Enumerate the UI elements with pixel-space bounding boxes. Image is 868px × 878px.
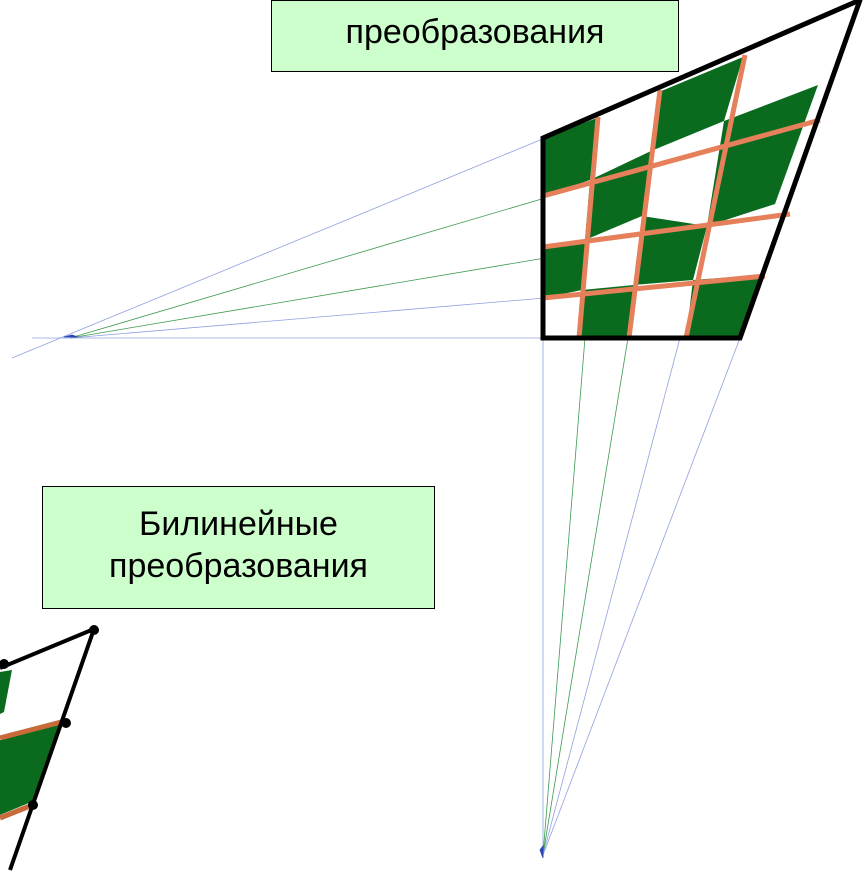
construction-line: [542, 337, 586, 856]
control-point[interactable]: [61, 718, 71, 728]
caption-projective: преобразования: [271, 0, 679, 72]
bilinear-green-cell: [0, 670, 12, 714]
construction-line: [542, 337, 681, 856]
caption-line: преобразования: [109, 547, 368, 585]
checker-cell: [543, 240, 585, 298]
checker-cell: [686, 275, 760, 338]
bilinear-grid-line: [0, 718, 66, 741]
bilinear-green-cell: [0, 720, 60, 815]
checker-cell: [707, 85, 818, 226]
caption-bilinear: Билинейные преобразования: [42, 486, 435, 609]
grid-line: [542, 273, 766, 301]
control-point[interactable]: [0, 659, 9, 669]
bottom-vanishing-lines: [539, 337, 741, 859]
construction-line: [542, 337, 741, 856]
control-point[interactable]: [28, 800, 38, 810]
grid-line: [626, 89, 663, 339]
construction-line: [69, 197, 546, 339]
projective-quad-outline: [540, 0, 863, 341]
left-vanishing-lines: [11, 137, 546, 359]
grid-line: [542, 117, 821, 199]
construction-line: [542, 337, 629, 856]
vanishing-point-mark: [539, 844, 544, 859]
construction-line: [11, 137, 546, 359]
grid-line: [576, 116, 601, 339]
checker-cell: [543, 118, 597, 196]
projective-quad-fill: [543, 0, 860, 338]
bilinear-quad: [0, 625, 99, 871]
construction-line: [69, 257, 546, 339]
control-point[interactable]: [89, 625, 99, 635]
caption-line: преобразования: [345, 13, 605, 51]
vanishing-point-mark: [63, 334, 79, 338]
grid-line: [683, 54, 748, 339]
construction-line: [69, 297, 546, 339]
grid-line: [542, 211, 791, 250]
checker-cell: [651, 57, 743, 151]
caption-line: Билинейные: [139, 505, 338, 543]
bilinear-edge: [0, 627, 95, 670]
checker-grid-lines: [542, 54, 821, 339]
bilinear-edge: [8, 628, 96, 871]
checker-cell: [579, 285, 634, 338]
